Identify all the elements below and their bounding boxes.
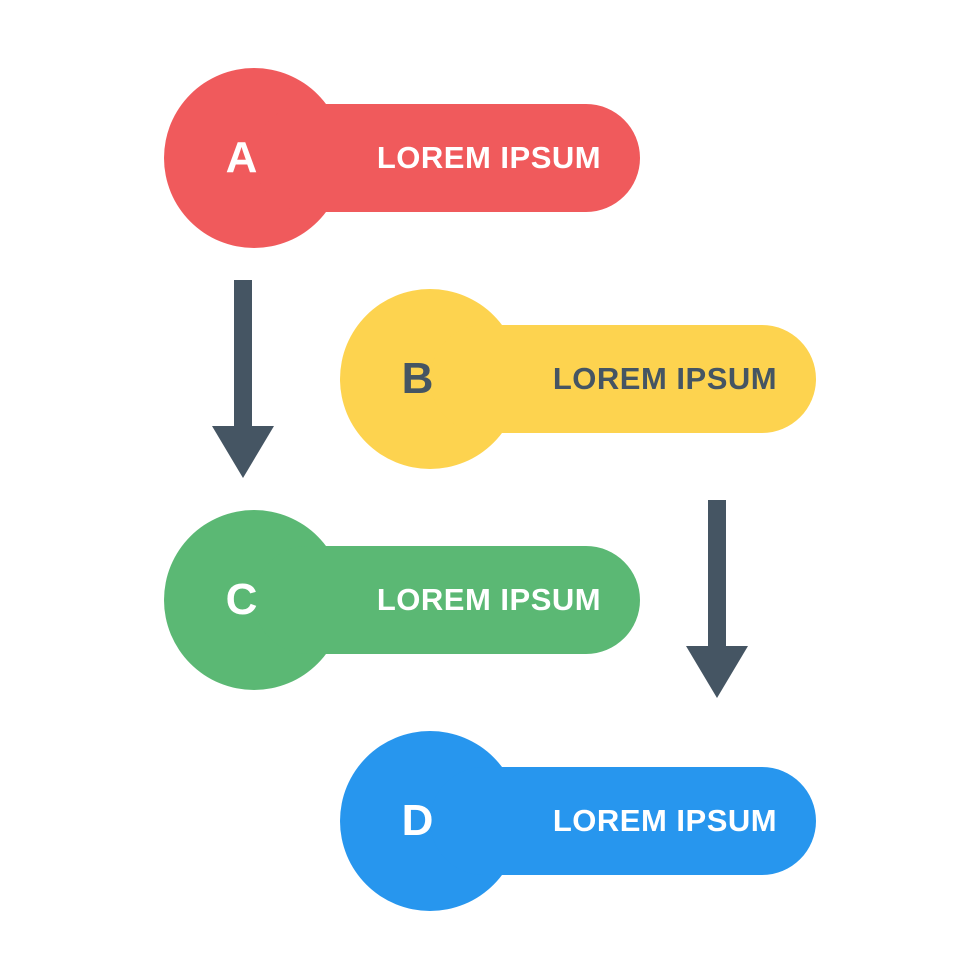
step-c: C LOREM IPSUM [164,510,644,690]
arrow-down-icon [212,280,274,478]
step-d-label: LOREM IPSUM [552,803,778,838]
step-a-pill [254,104,640,212]
arrow-down-icon [686,500,748,698]
step-c-pill [254,546,640,654]
step-c-letter: C [225,575,258,624]
step-d-letter: D [401,796,434,845]
arrow-a-to-c-shaft [234,280,252,428]
arrow-b-to-d-shaft [708,500,726,648]
arrow-a-to-c-head [212,426,274,478]
step-a-label: LOREM IPSUM [376,140,602,175]
arrow-b-to-d-head [686,646,748,698]
step-b-label: LOREM IPSUM [552,361,778,396]
step-a: A LOREM IPSUM [164,68,644,248]
step-d: D LOREM IPSUM [340,731,820,911]
step-a-letter: A [225,133,258,182]
step-b: B LOREM IPSUM [340,289,820,469]
step-b-pill [430,325,816,433]
step-b-letter: B [401,354,434,403]
step-c-label: LOREM IPSUM [376,582,602,617]
step-d-pill [430,767,816,875]
